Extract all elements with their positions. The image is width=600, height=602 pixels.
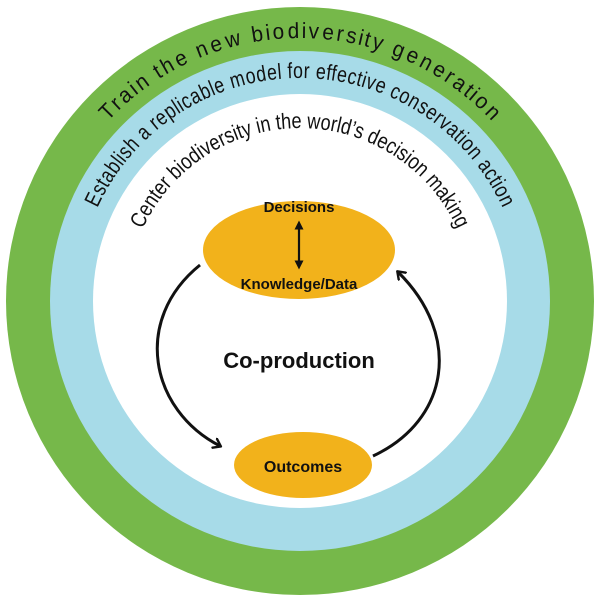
left-cycle-arrow	[155, 263, 220, 446]
right-cycle-arrow	[372, 272, 441, 458]
outcomes-node	[234, 432, 372, 498]
knowledge-data-label: Knowledge/Data	[241, 276, 358, 293]
inner-ring	[93, 94, 507, 508]
outcomes-label: Outcomes	[264, 459, 342, 476]
co-production-label: Co-production	[223, 348, 375, 373]
decisions-label: Decisions	[264, 199, 335, 216]
